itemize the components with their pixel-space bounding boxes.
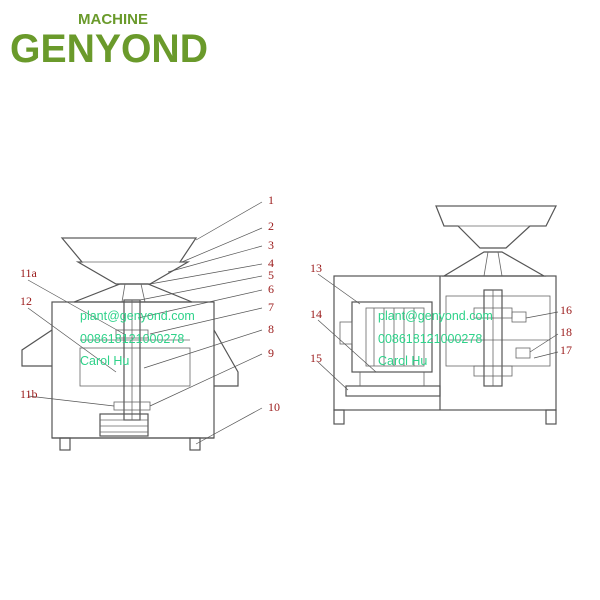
label-18: 18 [560,325,572,339]
label-6: 6 [268,282,274,296]
right-body [333,275,557,411]
label-10: 10 [268,400,280,414]
label-2: 2 [268,219,274,233]
watermark-left: plant@genyond.com 008618121000278 Carol … [80,309,195,368]
genyond-logo: MACHINE GENYOND [10,11,208,68]
label-15: 15 [310,351,322,365]
left-foot-left [59,437,71,451]
right-hopper [435,205,557,249]
right-cone [441,251,547,277]
right-motor-base [345,385,441,397]
label-17: 17 [560,343,572,357]
left-motor [99,413,149,437]
left-part-labels: 1 2 3 4 5 6 7 8 9 10 11a 12 11b [20,193,280,414]
label-5: 5 [268,268,274,282]
label-11b: 11b [20,387,38,401]
label-9: 9 [268,346,274,360]
watermark-left-phone: 008618121000278 [80,332,184,346]
left-machine [21,201,263,451]
watermark-right-email: plant@genyond.com [378,309,493,323]
label-1: 1 [268,193,274,207]
logo-big-text: GENYOND [10,27,208,68]
watermark-right: plant@genyond.com 008618121000278 Carol … [378,309,493,368]
label-4: 4 [268,256,274,270]
left-hopper [60,237,198,285]
label-8: 8 [268,322,274,336]
watermark-left-name: Carol Hu [80,354,129,368]
left-chute-right [213,329,239,387]
label-11a: 11a [20,266,38,280]
right-foot-left [333,409,345,425]
label-13: 13 [310,261,322,275]
left-foot-right [189,437,201,451]
right-part-labels: 13 14 15 16 18 17 [310,261,572,365]
watermark-right-name: Carol Hu [378,354,427,368]
logo-small-text: MACHINE [78,11,148,28]
watermark-right-phone: 008618121000278 [378,332,482,346]
label-16: 16 [560,303,572,317]
watermark-left-email: plant@genyond.com [80,309,195,323]
label-3: 3 [268,238,274,252]
label-14: 14 [310,307,322,321]
label-12: 12 [20,294,32,308]
right-machine [317,205,559,425]
right-foot-right [545,409,557,425]
label-7: 7 [268,300,274,314]
left-chute-left [21,329,53,367]
